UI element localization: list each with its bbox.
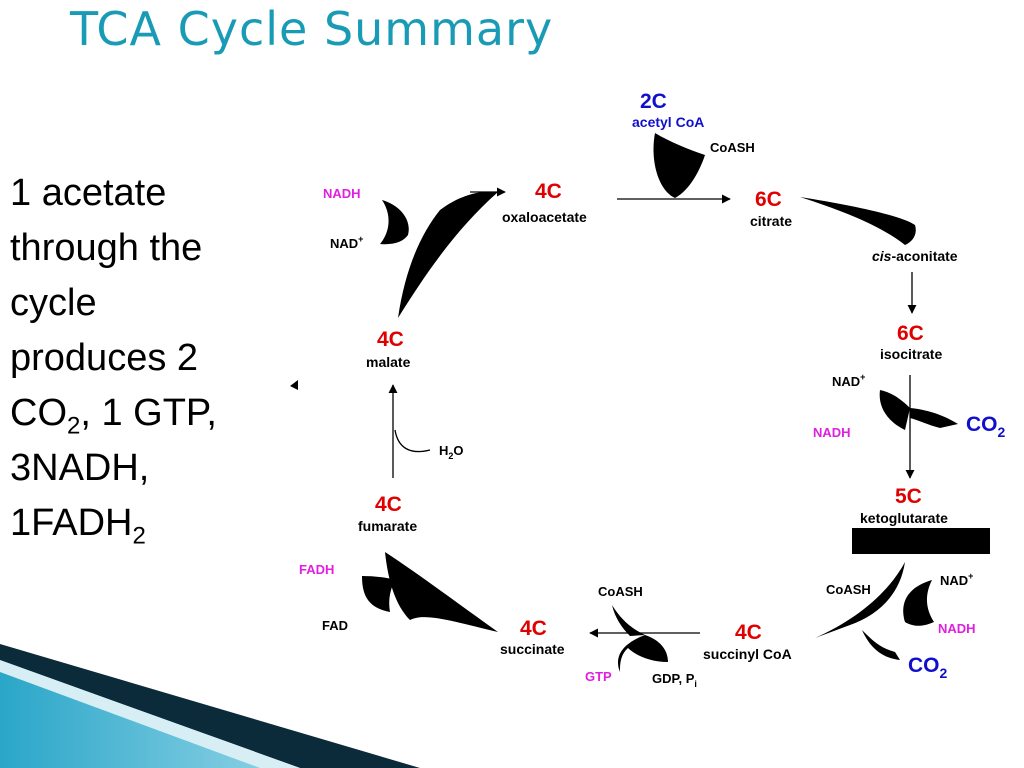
oxaloacetate-carbons: 4C [535, 180, 562, 203]
o-text: O [453, 443, 463, 458]
ketoglutarate-to-succinyl-blob [815, 562, 905, 638]
citrate-to-aconitate-blob [800, 197, 916, 245]
ketoglutarate-co2-blob [862, 630, 900, 660]
nad-text: NAD [330, 236, 358, 251]
summary-line: produces 2 [10, 337, 199, 379]
co-suffix: , 1 GTP, [80, 392, 217, 434]
gdp-pi-label: GDP, Pi [652, 671, 697, 689]
summary-line-co2: CO2, 1 GTP, [10, 386, 290, 441]
plus-superscript: + [358, 234, 363, 244]
plus-superscript: + [860, 372, 865, 382]
fadh-subscript: 2 [132, 522, 146, 550]
ketoglutarate-nad-blob [903, 580, 934, 626]
succinyl-coash-blob [612, 605, 645, 636]
summary-line: 3NADH, [10, 447, 150, 489]
summary-line: 1 acetate [10, 172, 167, 214]
isocitrate-carbons: 6C [897, 322, 924, 345]
fumarate-fad-blob [362, 576, 395, 612]
nadh-malate-label: NADH [323, 186, 361, 201]
pi-subscript: i [694, 679, 697, 689]
aconitate-name: -aconitate [891, 248, 957, 264]
succinyl-coa-name: succinyl CoA [703, 646, 792, 662]
nad-text: NAD [832, 374, 860, 389]
ketoglutarate-name: ketoglutarate [860, 510, 948, 526]
isocitrate-nad-blob [879, 390, 910, 430]
co-subscript: 2 [67, 412, 81, 440]
co-text: CO [10, 392, 67, 434]
malate-nad-blob [380, 200, 409, 245]
citrate-carbons: 6C [755, 188, 782, 211]
coash-citrate-label: CoASH [710, 140, 755, 155]
malate-name: malate [366, 354, 411, 370]
ketoglutarate-carbons: 5C [895, 485, 922, 508]
stray-arrowhead [290, 380, 298, 390]
nad-malate-label: NAD+ [330, 234, 363, 251]
nad-text: NAD [940, 573, 968, 588]
fadh-label: FADH [299, 562, 334, 577]
succinyl-coa-carbons: 4C [735, 621, 762, 644]
co2-isocitrate-label: CO2 [966, 413, 1006, 440]
isocitrate-name: isocitrate [880, 346, 942, 362]
cis-prefix: cis [872, 248, 892, 264]
fad-label: FAD [322, 618, 348, 633]
cis-aconitate-label: cis-aconitate [872, 248, 958, 264]
nadh-keto-label: NADH [938, 621, 976, 636]
malate-to-oxaloacetate-blob [398, 191, 498, 318]
acetyl-coa-name: acetyl CoA [632, 114, 704, 130]
fumarate-name: fumarate [358, 518, 417, 534]
succinate-name: succinate [500, 641, 565, 657]
two-subscript: 2 [998, 424, 1006, 440]
isocitrate-co2-blob [910, 408, 958, 428]
h-text: H [439, 443, 448, 458]
fadh-text: 1FADH [10, 502, 133, 544]
gdp-text: GDP, P [652, 671, 695, 686]
co-text: CO [966, 413, 998, 436]
summary-line: cycle [10, 282, 97, 324]
h2o-label: H2O [439, 443, 464, 461]
summary-line-fadh: 1FADH2 [10, 496, 290, 551]
h2o-hook [394, 429, 431, 453]
slide-title: TCA Cycle Summary [70, 2, 554, 56]
succinate-to-fumarate-blob [385, 552, 498, 632]
fumarate-carbons: 4C [375, 493, 402, 516]
footer-dark-stripe [0, 644, 420, 768]
nad-keto-label: NAD+ [940, 571, 973, 588]
oxaloacetate-name: oxaloacetate [502, 209, 587, 225]
co-text: CO [908, 654, 940, 677]
nadh-isocitrate-label: NADH [813, 425, 851, 440]
summary-text: 1 acetate through the cycle produces 2 C… [10, 166, 290, 551]
h2o-subscript: 2 [448, 451, 453, 461]
succinyl-gtp-blob [618, 635, 668, 672]
citrate-name: citrate [750, 213, 792, 229]
succinate-carbons: 4C [520, 617, 547, 640]
summary-line: through the [10, 227, 203, 269]
plus-superscript: + [968, 571, 973, 581]
acetyl-coa-entry-blob [653, 133, 705, 198]
coash-succinyl-label: CoASH [598, 584, 643, 599]
gtp-label: GTP [585, 669, 612, 684]
acetyl-coa-carbons: 2C [640, 90, 667, 113]
co2-keto-label: CO2 [908, 654, 948, 681]
redaction-bar [852, 528, 990, 554]
malate-carbons: 4C [377, 328, 404, 351]
two-subscript: 2 [940, 665, 948, 681]
nad-isocitrate-label: NAD+ [832, 372, 865, 389]
coash-keto-label: CoASH [826, 582, 871, 597]
footer-light-stripe [0, 660, 300, 768]
